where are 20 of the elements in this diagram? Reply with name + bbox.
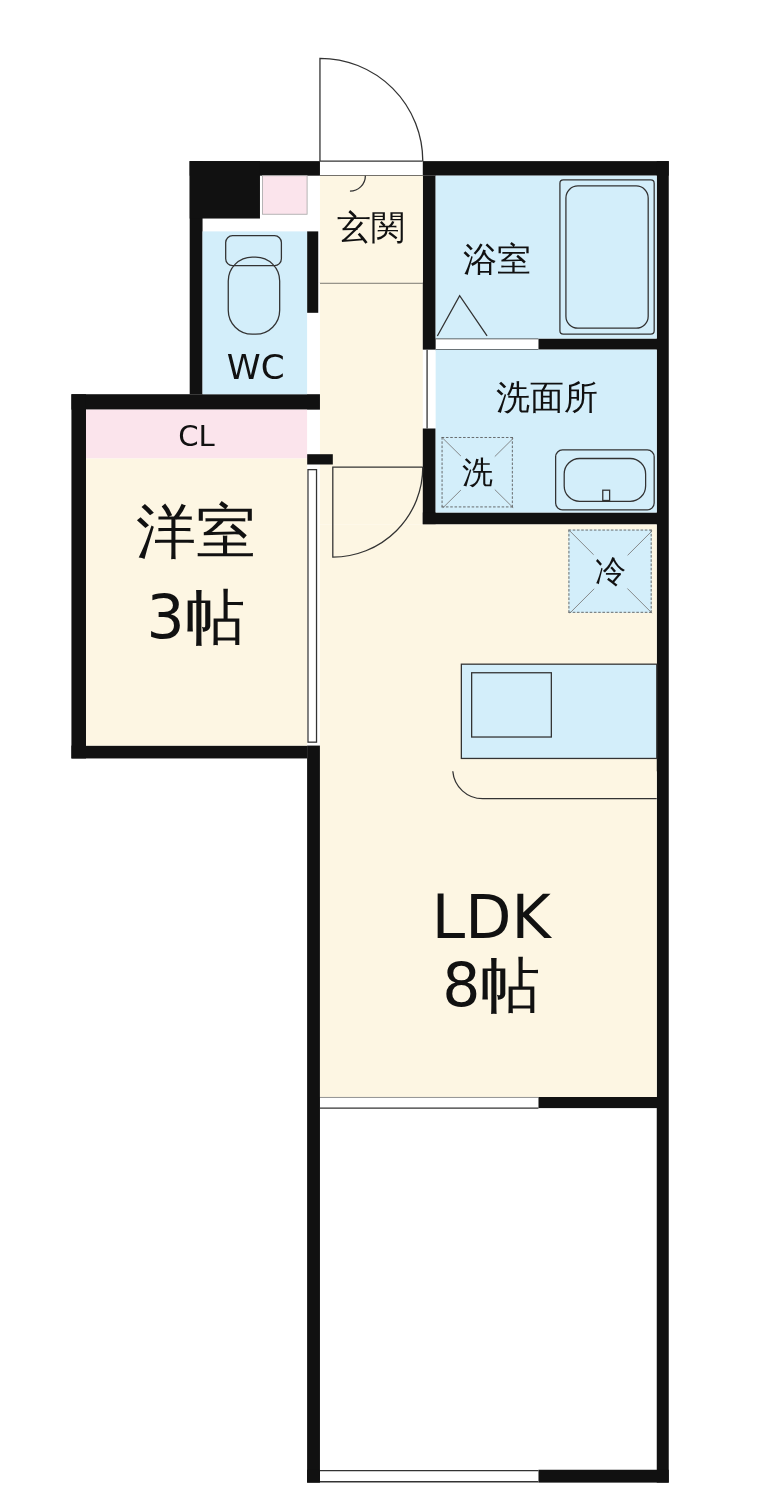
room-label: 洗 bbox=[460, 455, 495, 491]
room-label: CL bbox=[178, 420, 215, 450]
room-label: 冷 bbox=[593, 554, 628, 589]
room-label: 3帖 bbox=[146, 587, 245, 648]
refrigerator-space bbox=[568, 529, 652, 613]
room-label: 8帖 bbox=[442, 955, 541, 1016]
room-label: WC bbox=[226, 349, 285, 384]
toilet-room-floor bbox=[202, 231, 308, 395]
living-room-floor bbox=[319, 524, 657, 1097]
closet-floor bbox=[86, 409, 308, 459]
room-label: 浴室 bbox=[463, 241, 532, 276]
entrance-floor bbox=[319, 175, 423, 283]
room-label: 洗面所 bbox=[495, 379, 599, 414]
washroom-floor bbox=[435, 349, 657, 513]
bathroom-floor bbox=[435, 175, 657, 339]
bedroom-floor bbox=[86, 458, 308, 746]
room-label: 玄関 bbox=[337, 209, 406, 245]
room-label: LDK bbox=[431, 887, 551, 947]
washer-space bbox=[441, 437, 513, 508]
room-label: 洋室 bbox=[135, 501, 256, 562]
